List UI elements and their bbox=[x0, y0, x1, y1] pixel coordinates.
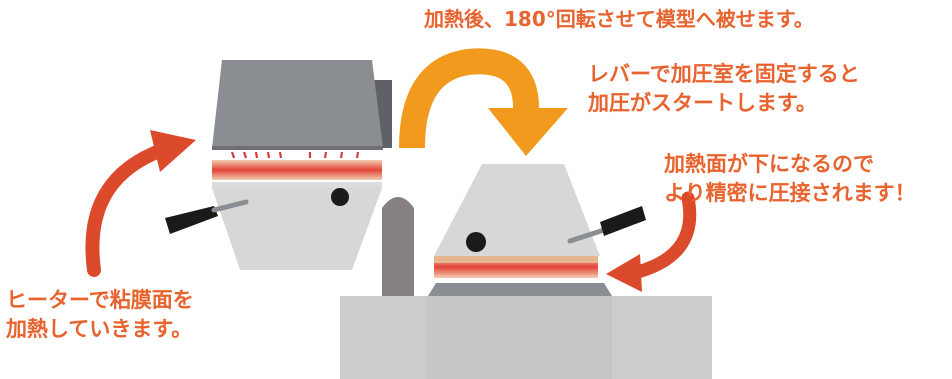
caption-surface-line-2: より精密に圧接されます！ bbox=[664, 181, 916, 205]
softened-sheet bbox=[212, 160, 382, 180]
caption-pressure-start: レバーで加圧室を固定すると 加圧がスタートします。 bbox=[588, 60, 860, 118]
chamber-rim bbox=[212, 182, 382, 188]
sheet-skin-layer bbox=[434, 256, 598, 263]
heater-block bbox=[212, 60, 383, 148]
curved-arrow-rotate-icon bbox=[399, 48, 568, 156]
caption-pressure-line-2: 加圧がスタートします。 bbox=[588, 91, 817, 115]
lever-rod-right bbox=[567, 227, 607, 244]
chamber-knob-right bbox=[466, 232, 486, 252]
caption-heater-line-1: ヒーターで粘膜面を bbox=[6, 288, 194, 312]
caption-rotate-text: 加熱後、180°回転させて模型へ被せます。 bbox=[424, 7, 814, 31]
base-platform bbox=[428, 283, 612, 296]
lever-handle-left bbox=[165, 206, 218, 234]
heating-unit bbox=[165, 60, 392, 270]
curved-arrow-down-left-icon bbox=[606, 191, 697, 292]
lever-rod-left bbox=[211, 199, 249, 213]
pressing-unit bbox=[340, 164, 712, 379]
caption-pressure-line-1: レバーで加圧室を固定すると bbox=[588, 62, 860, 86]
curved-arrow-up-right-icon bbox=[85, 130, 196, 277]
caption-heater: ヒーターで粘膜面を 加熱していきます。 bbox=[6, 286, 194, 344]
heat-rays bbox=[230, 151, 360, 159]
caption-heated-surface: 加熱面が下になるので より精密に圧接されます！ bbox=[664, 150, 916, 208]
pressure-chamber-right bbox=[434, 164, 600, 256]
pressure-chamber-left bbox=[212, 188, 382, 270]
chamber-knob-left bbox=[331, 188, 349, 206]
base-center-panel bbox=[426, 296, 612, 379]
lever-handle-right bbox=[600, 206, 646, 236]
caption-surface-line-1: 加熱面が下になるので bbox=[664, 152, 874, 176]
heater-underside bbox=[212, 146, 383, 150]
caption-rotate: 加熱後、180°回転させて模型へ被せます。 bbox=[424, 5, 814, 34]
caption-heater-line-2: 加熱していきます。 bbox=[6, 317, 193, 341]
stand-pillar bbox=[382, 197, 414, 296]
